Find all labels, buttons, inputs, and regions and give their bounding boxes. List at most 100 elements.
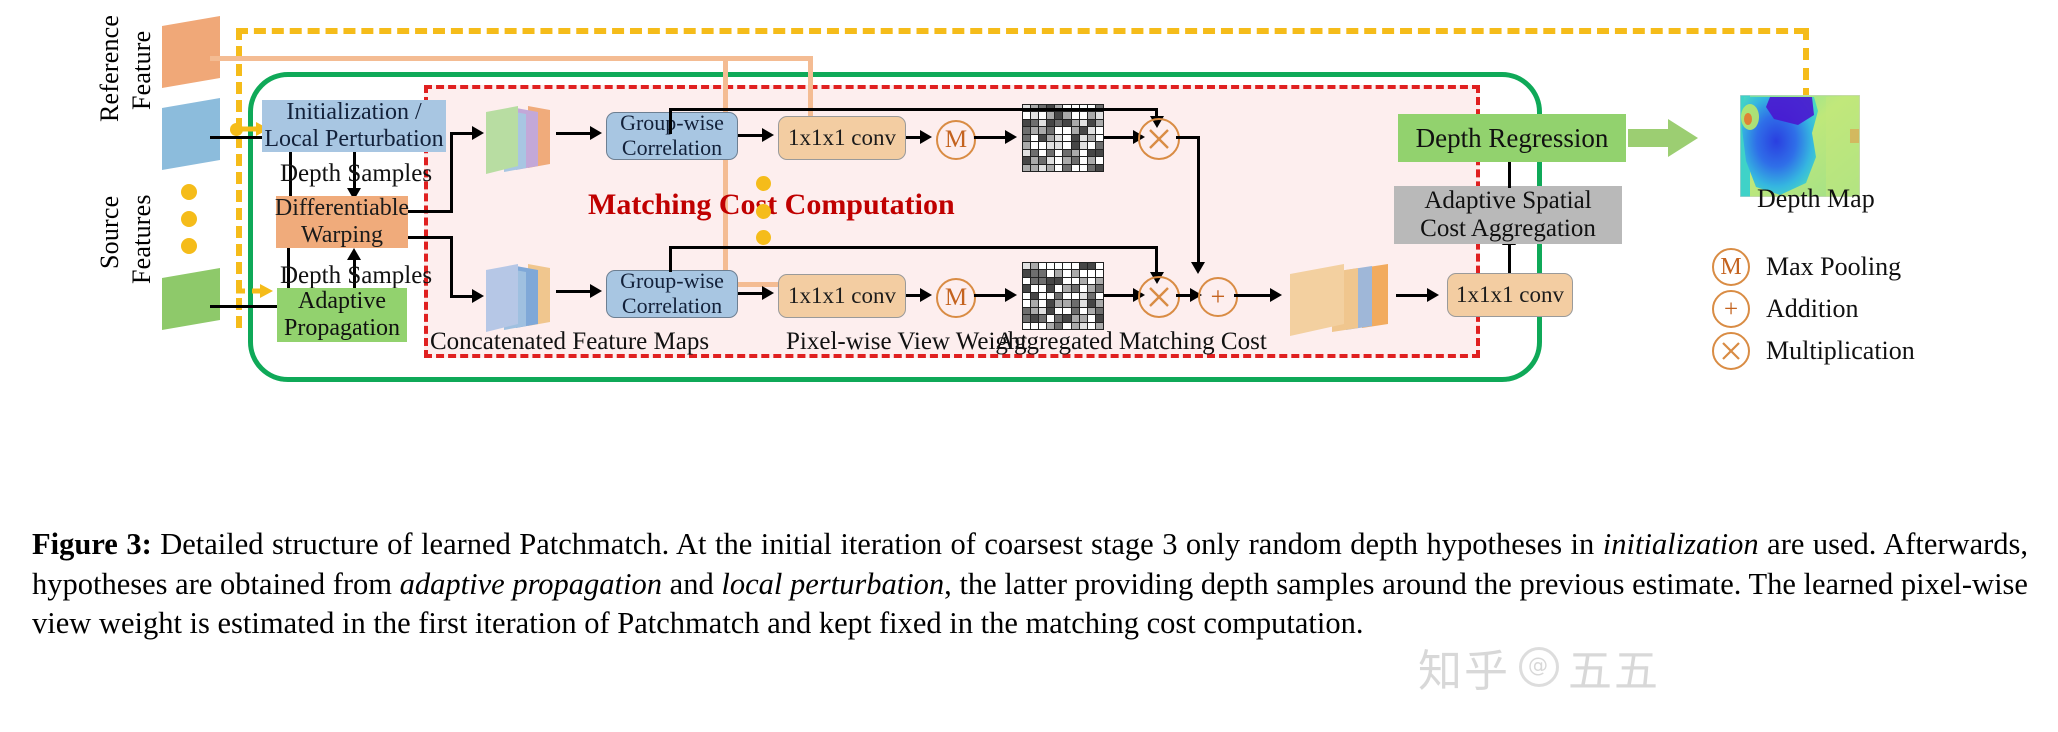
watermark-text-left: 知乎 xyxy=(1418,646,1510,697)
corr-top-line1: Group-wise xyxy=(620,110,724,136)
block-warping-line1: Differentiable xyxy=(274,195,410,222)
aggregated-matching-cost-stack xyxy=(1288,262,1396,342)
block-initialization-line2: Local Perturbation xyxy=(264,126,444,152)
depth-map-image xyxy=(1739,94,1861,202)
wire-conv-right-to-aggregation xyxy=(1508,243,1511,273)
multiplication-icon-bottom xyxy=(1138,276,1180,318)
wire-warp-out-bottom xyxy=(408,236,453,239)
wire-maxpool-bottom-to-grid xyxy=(974,294,1010,297)
source-features-ellipsis-dot-3 xyxy=(181,238,197,254)
source-features-label-2: Features xyxy=(127,182,156,297)
arrow-conv-bottom-to-maxpool xyxy=(920,288,932,302)
block-adaptive-spatial-cost-aggregation[interactable]: Adaptive Spatial Cost Aggregation xyxy=(1394,186,1622,244)
block-depth-regression[interactable]: Depth Regression xyxy=(1398,114,1626,162)
legend-item-max-pooling: M Max Pooling xyxy=(1712,248,1901,286)
corr-top-line2: Correlation xyxy=(621,135,723,160)
block-warping-line2: Warping xyxy=(300,222,384,248)
wire-warp-out-bottom-v xyxy=(450,236,453,298)
feedback-loop-left xyxy=(236,28,242,328)
aggregation-line2: Cost Aggregation xyxy=(1420,215,1596,242)
wire-mult-top-down xyxy=(1197,136,1200,265)
feedback-loop-right xyxy=(1803,28,1809,100)
wire-conv-bottom-to-maxpool xyxy=(906,294,926,297)
block-propagation-line1: Adaptive xyxy=(298,288,386,315)
wire-src2-v xyxy=(287,236,290,308)
wire-src1-v xyxy=(289,136,292,215)
wire-warp-out-top-v xyxy=(450,132,453,212)
block-adaptive-propagation[interactable]: Adaptive Propagation xyxy=(277,288,407,342)
aggregation-line1: Adaptive Spatial xyxy=(1424,187,1592,214)
legend-item-addition: + Addition xyxy=(1712,290,1858,328)
block-propagation-line2: Propagation xyxy=(284,315,400,341)
max-pooling-symbol-top: M xyxy=(944,126,968,153)
source-feature-shape-2 xyxy=(160,268,222,330)
arrow-maxpool-top-to-grid xyxy=(1005,130,1017,144)
wire-corr-bottom-to-conv xyxy=(738,292,766,295)
reference-feature-shape xyxy=(160,16,222,88)
figure-caption: Figure 3: Detailed structure of learned … xyxy=(32,527,2029,641)
wire-src2-h1 xyxy=(210,305,290,308)
block-group-wise-correlation-top[interactable]: Group-wise Correlation xyxy=(606,110,738,160)
conv-right-label: 1x1x1 conv xyxy=(1456,282,1564,308)
label-pixel-wise-view-weight: Pixel-wise View Weight xyxy=(786,328,1028,355)
block-conv-top[interactable]: 1x1x1 conv xyxy=(778,116,906,160)
label-aggregated-matching-cost: Aggregated Matching Cost xyxy=(996,328,1267,355)
wire-mult-bottom-to-add xyxy=(1176,294,1196,297)
wire-grid-bottom-to-mult xyxy=(1104,294,1140,297)
arrow-prop-to-warping xyxy=(347,248,361,260)
wire-stack-top-to-corr xyxy=(556,132,594,135)
mcc-ellipsis-dot-1 xyxy=(756,176,771,191)
legend-addition-label: Addition xyxy=(1766,294,1859,323)
reference-feature-label: Reference xyxy=(95,8,124,128)
reference-feature-label-line1: Reference xyxy=(95,14,124,122)
skip-bottom-v-left xyxy=(669,246,672,272)
pixel-wise-view-weight-grid-bottom xyxy=(1022,262,1104,330)
arrow-aggcost-to-conv xyxy=(1427,288,1439,302)
skip-bottom-h xyxy=(669,246,1158,249)
block-initialization-local-perturbation[interactable]: Initialization / Local Perturbation xyxy=(262,99,446,152)
wire-prop-to-warping xyxy=(353,258,356,306)
wire-warp-out-top xyxy=(408,210,453,213)
source-features-label: Source xyxy=(95,182,124,282)
source-features-ellipsis-dot-1 xyxy=(181,184,197,200)
block-conv-right[interactable]: 1x1x1 conv xyxy=(1447,273,1573,317)
max-pooling-icon-top: M xyxy=(936,120,976,160)
reference-feature-path-v2 xyxy=(808,56,813,126)
arrow-conv-top-to-maxpool xyxy=(920,130,932,144)
addition-symbol: + xyxy=(1210,282,1226,311)
max-pooling-symbol-bottom: M xyxy=(944,284,968,311)
max-pooling-icon-bottom: M xyxy=(936,278,976,318)
multiplication-glyph-bottom xyxy=(1149,287,1169,307)
reference-feature-label-2: Feature xyxy=(127,18,156,122)
block-conv-bottom[interactable]: 1x1x1 conv xyxy=(778,274,906,318)
wire-aggregation-to-depthreg xyxy=(1508,158,1511,188)
corr-bottom-line2: Correlation xyxy=(621,293,723,318)
wire-warp-out-top-h2 xyxy=(450,132,476,135)
skip-top-h xyxy=(669,108,1158,111)
label-depth-map: Depth Map xyxy=(1757,184,1875,213)
multiplication-legend-icon xyxy=(1712,332,1750,370)
reference-feature-label-line2: Feature xyxy=(127,30,156,110)
source-features-ellipsis-dot-2 xyxy=(181,211,197,227)
block-initialization-line1: Initialization / xyxy=(286,99,422,126)
feedback-junction-dot xyxy=(230,123,243,136)
legend-addition-symbol: + xyxy=(1723,295,1739,323)
wire-conv-top-to-maxpool xyxy=(906,136,926,139)
block-differentiable-warping[interactable]: Differentiable Warping xyxy=(274,195,410,248)
addition-icon: + xyxy=(1198,277,1238,317)
arrow-into-feature-stack-bottom xyxy=(472,289,484,303)
multiplication-glyph-legend xyxy=(1722,342,1740,360)
feedback-loop-top xyxy=(236,28,1806,34)
corr-bottom-line1: Group-wise xyxy=(620,268,724,294)
arrow-into-feature-stack-top xyxy=(472,126,484,140)
mcc-ellipsis-dot-3 xyxy=(756,230,771,245)
arrow-maxpool-bottom-to-grid xyxy=(1005,288,1017,302)
wire-mult-top-out xyxy=(1176,136,1200,139)
wire-corr-top-to-conv xyxy=(738,134,766,137)
arrow-depth-regression-to-depth-map xyxy=(1628,118,1700,163)
wire-grid-top-to-mult xyxy=(1104,136,1140,139)
block-group-wise-correlation-bottom[interactable]: Group-wise Correlation xyxy=(606,268,738,318)
conv-bottom-label: 1x1x1 conv xyxy=(788,283,896,309)
wire-maxpool-top-to-grid xyxy=(974,136,1010,139)
